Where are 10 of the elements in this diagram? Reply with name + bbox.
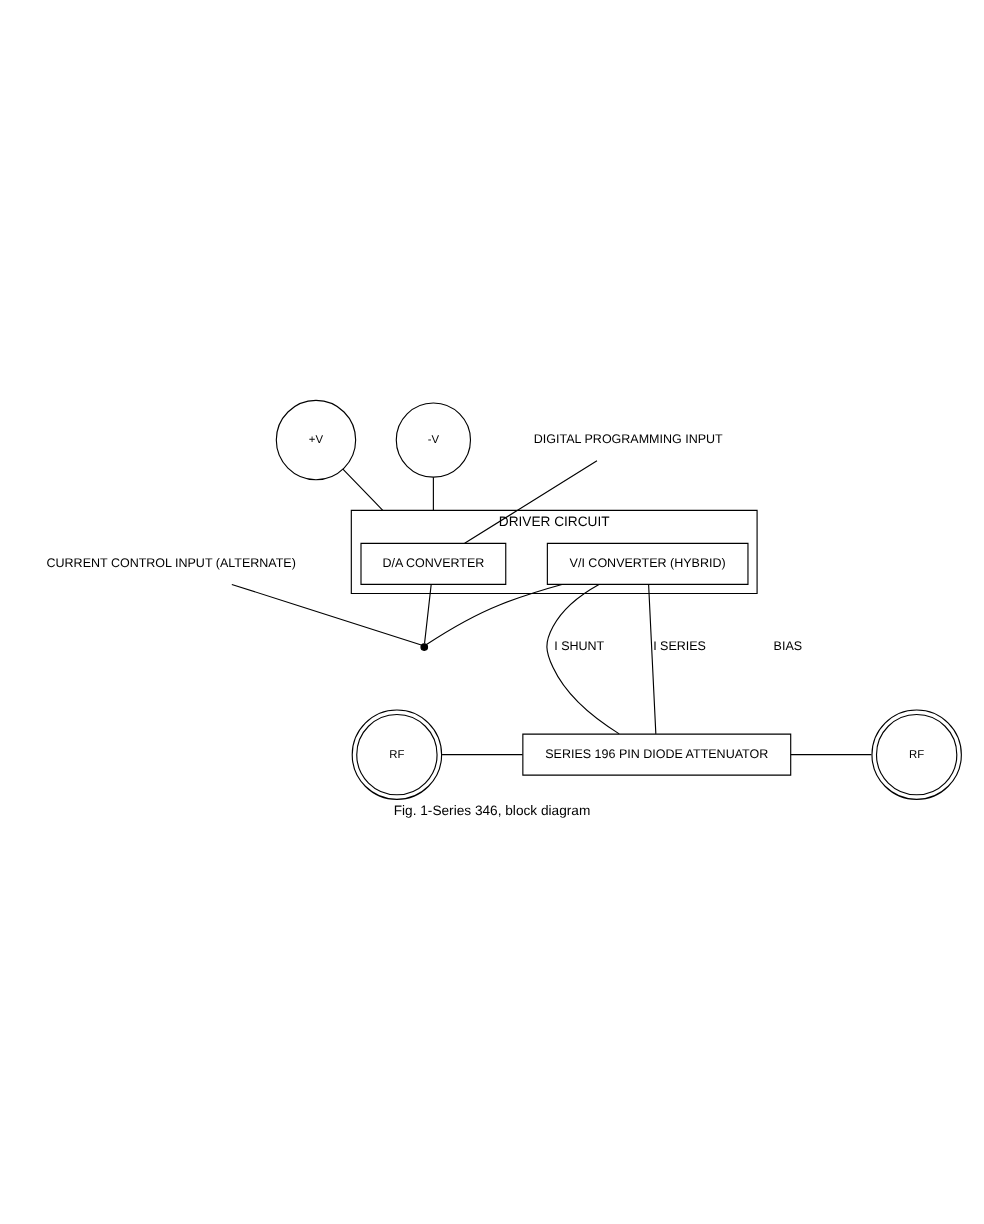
connector (231, 583, 422, 646)
connector (342, 468, 384, 511)
connector (424, 584, 432, 644)
node-circle (420, 643, 429, 651)
connector (441, 754, 524, 756)
connector (790, 754, 872, 756)
connector (425, 583, 563, 646)
connector (432, 476, 434, 511)
connector (546, 584, 620, 735)
connector (648, 583, 657, 735)
